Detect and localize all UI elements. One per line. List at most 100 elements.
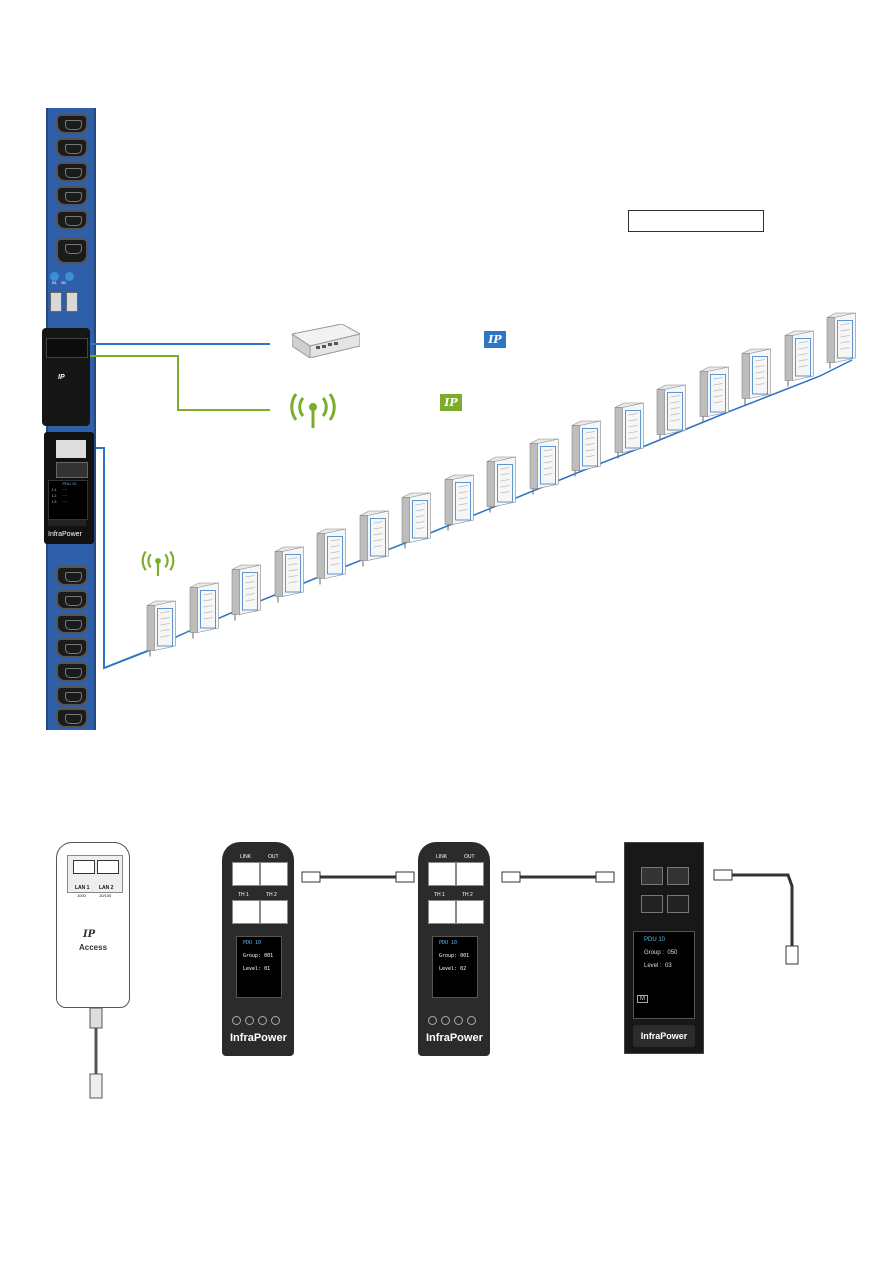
m-button[interactable]: M — [634, 993, 694, 1006]
module-buttons[interactable] — [48, 520, 86, 526]
network-jack[interactable] — [667, 867, 689, 885]
server-cabinet-icon — [316, 528, 346, 585]
up-button[interactable] — [428, 1016, 437, 1025]
pdu-panel-3: PDU 10 Group : 050 Level : 03 M InfraPow… — [624, 842, 704, 1054]
breaker-b1[interactable] — [50, 272, 59, 281]
display-level: Level: 02 — [439, 966, 467, 972]
pdu-panel-2: LINK OUT TH 1 TH 2 PDU 10 Group: 001 Lev… — [418, 842, 490, 1056]
outlet — [56, 138, 88, 158]
module-brand: InfraPower — [48, 531, 82, 538]
ip-badge-wired: IP — [484, 331, 506, 348]
wifi-icon-small — [141, 550, 175, 576]
fuse — [50, 292, 62, 312]
access-logo: IP — [83, 929, 96, 940]
controller-ports — [46, 338, 88, 358]
network-jack[interactable] — [641, 867, 663, 885]
lan2-speed: 10/100 — [99, 893, 112, 898]
outlet — [56, 708, 88, 728]
panel-brand: InfraPower — [633, 1025, 695, 1047]
menu-button[interactable] — [258, 1016, 267, 1025]
fuse-group — [50, 292, 86, 316]
out-label: OUT — [268, 854, 279, 860]
server-cabinet-icon — [359, 510, 389, 567]
wireless-link-line — [90, 355, 270, 411]
panel-brand: InfraPower — [426, 1032, 483, 1044]
access-name: Access — [79, 943, 108, 952]
server-cabinet-icon — [741, 348, 771, 405]
display-level: Level : 03 — [634, 960, 694, 973]
link-port[interactable] — [428, 862, 456, 886]
down-button[interactable] — [245, 1016, 254, 1025]
pdu-panel-1: LINK OUT TH 1 TH 2 PDU 10 Group: 001 Lev… — [222, 842, 294, 1056]
th2-port[interactable] — [456, 900, 484, 924]
lan2-label: LAN 2 — [99, 885, 114, 891]
panel-display: PDU 10 Group : 050 Level : 03 M — [633, 931, 695, 1019]
network-switch-icon — [292, 324, 360, 358]
outlet — [56, 590, 88, 610]
th1-label: TH 1 — [434, 892, 445, 898]
module-ports — [56, 440, 86, 458]
server-cabinet-icon — [486, 456, 516, 513]
daisy-chain-cable-icon — [501, 871, 615, 883]
up-button[interactable] — [232, 1016, 241, 1025]
display-group: Group: 001 — [243, 953, 274, 959]
fuse — [66, 292, 78, 312]
outlet — [56, 614, 88, 634]
access-port-area — [67, 855, 123, 893]
server-cabinet-icon — [401, 492, 431, 549]
display-group: Group: 001 — [439, 953, 470, 959]
server-cabinet-icon — [189, 582, 219, 639]
panel-buttons — [232, 1012, 288, 1025]
outlet — [56, 210, 88, 230]
access-device: LAN 1 LAN 2 1000 10/100 IP Access — [56, 842, 130, 1008]
back-button[interactable] — [271, 1016, 280, 1025]
server-cabinet-icon — [699, 366, 729, 423]
server-cabinet-icon — [614, 402, 644, 459]
server-cabinet-icon — [444, 474, 474, 531]
daisy-chain-cable-icon — [301, 871, 415, 883]
level-value: 03 — [665, 963, 672, 969]
access-cable-icon — [89, 1008, 103, 1099]
display-title: PDU 10 — [439, 940, 458, 946]
daisy-chain-line — [96, 447, 151, 670]
controller-logo: IP — [58, 374, 65, 381]
outlet — [56, 638, 88, 658]
th2-port[interactable] — [260, 900, 288, 924]
lan2-port[interactable] — [97, 860, 119, 874]
out-port[interactable] — [260, 862, 288, 886]
server-cabinet-icon — [274, 546, 304, 603]
sensor-jack[interactable] — [641, 895, 663, 913]
outlet — [56, 162, 88, 182]
outlet — [56, 662, 88, 682]
out-port[interactable] — [456, 862, 484, 886]
link-label: LINK — [436, 854, 448, 860]
link-port[interactable] — [232, 862, 260, 886]
server-cabinet-icon — [826, 312, 856, 369]
lan1-port[interactable] — [73, 860, 95, 874]
terminator-cable-icon — [713, 869, 799, 965]
th1-port[interactable] — [428, 900, 456, 924]
lan1-speed: 1000 — [77, 893, 86, 898]
m-button-label: M — [637, 995, 648, 1003]
th1-port[interactable] — [232, 900, 260, 924]
back-button[interactable] — [467, 1016, 476, 1025]
module-display: PDU 10 L1 ····L2 ····L3 ···· — [48, 480, 88, 520]
server-cabinet-icon — [571, 420, 601, 477]
breaker-group — [50, 268, 86, 282]
outlet — [56, 114, 88, 134]
breaker-b2[interactable] — [65, 272, 74, 281]
module-display-title: PDU 10 — [62, 481, 77, 486]
display-level: Level: 01 — [243, 966, 271, 972]
sensor-jack[interactable] — [667, 895, 689, 913]
ip-badge-wireless: IP — [440, 394, 462, 411]
th2-label: TH 2 — [266, 892, 277, 898]
th2-label: TH 2 — [462, 892, 473, 898]
outlet-c19 — [56, 238, 88, 264]
menu-button[interactable] — [454, 1016, 463, 1025]
breaker-label: B2 — [61, 280, 67, 285]
link-label: LINK — [240, 854, 252, 860]
down-button[interactable] — [441, 1016, 450, 1025]
server-cabinet-icon — [656, 384, 686, 441]
outlet — [56, 186, 88, 206]
lan1-label: LAN 1 — [75, 885, 90, 891]
